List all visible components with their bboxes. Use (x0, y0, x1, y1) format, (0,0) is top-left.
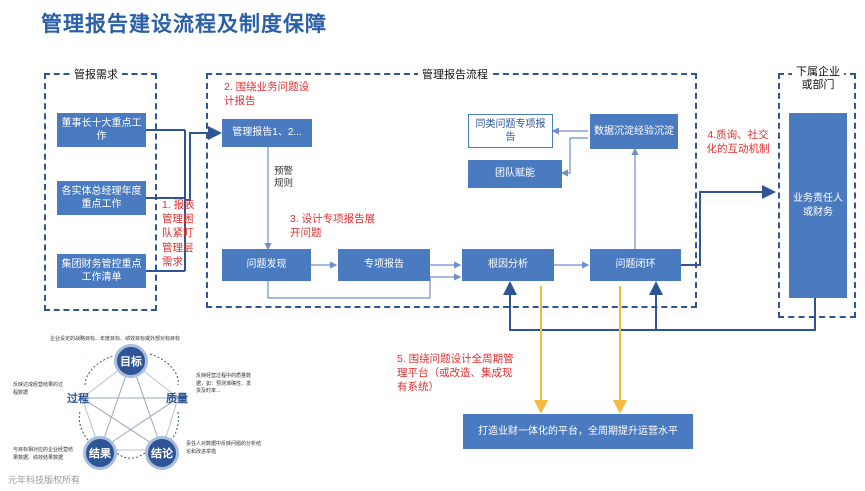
close-loop-box: 问题闭环 (590, 249, 681, 281)
special-report-box: 专项报告 (338, 249, 430, 281)
note-1: 1. 报表管理困队紧盯管理层需求 (162, 199, 195, 268)
cycle-note-right-top: 反映经营过程中的质量数据，如：预测准确性、发货及时率... (196, 373, 252, 394)
team-enable-box: 团队赋能 (468, 160, 562, 188)
result-node: 结果 (83, 436, 117, 470)
finance-control-list-box: 集团财务管控重点工作清单 (57, 254, 146, 288)
root-cause-box: 根因分析 (462, 249, 554, 281)
copyright: 元年科技版权所有 (8, 475, 81, 485)
cycle-top-note: 企业设定的战略目标、年度目标、绩效目标或外部对标目标 (50, 336, 181, 342)
quality-node: 质量 (166, 393, 188, 405)
cycle-note-left-bottom: 与目标相对应的企业经营结果数据、绩效结果数据 (13, 447, 74, 461)
problem-discover-box: 问题发现 (222, 249, 311, 281)
cycle-note-right-bottom: 责任人对数据中反映问题的分析结论和改进举措 (186, 441, 262, 455)
note-5: 5. 围绕问题设计全周期管理平台（或改造、集成现有系统） (397, 353, 514, 394)
cycle-note-left: 反映达成经营结果的过程数据 (13, 382, 64, 396)
note-2: 2. 围绕业务问题设计报告 (224, 81, 310, 108)
data-settle-box: 数据沉淀经验沉淀 (590, 114, 678, 149)
same-topic-report-box: 同类问题专项报告 (468, 114, 553, 148)
subsidiary-header: 下属企业 或部门 (792, 66, 844, 93)
management-report-box: 管理报告1、2... (222, 119, 312, 147)
chairman-priorities-box: 董事长十大重点工作 (57, 113, 146, 147)
requirements-header: 管报需求 (70, 66, 122, 82)
responsible-box: 业务责任人或财务 (789, 113, 847, 298)
process-header: 管理报告流程 (418, 66, 492, 82)
note-3: 3. 设计专项报告展开问题 (290, 213, 376, 240)
target-node: 目标 (114, 344, 148, 378)
note-4: 4.质询、社交化的互动机制 (706, 129, 770, 156)
conclusion-node: 结论 (145, 436, 179, 470)
warning-rules-label: 预警规则 (274, 166, 294, 190)
page-title: 管理报告建设流程及制度保障 (41, 13, 327, 36)
subsidiary-header-line2: 或部门 (801, 79, 835, 92)
subsidiary-header-line1: 下属企业 (796, 66, 840, 78)
gm-annual-priorities-box: 各实体总经理年度重点工作 (57, 181, 146, 215)
platform-box: 打造业财一体化的平台，全周期提升运营水平 (463, 414, 693, 449)
process-node: 过程 (67, 393, 89, 405)
